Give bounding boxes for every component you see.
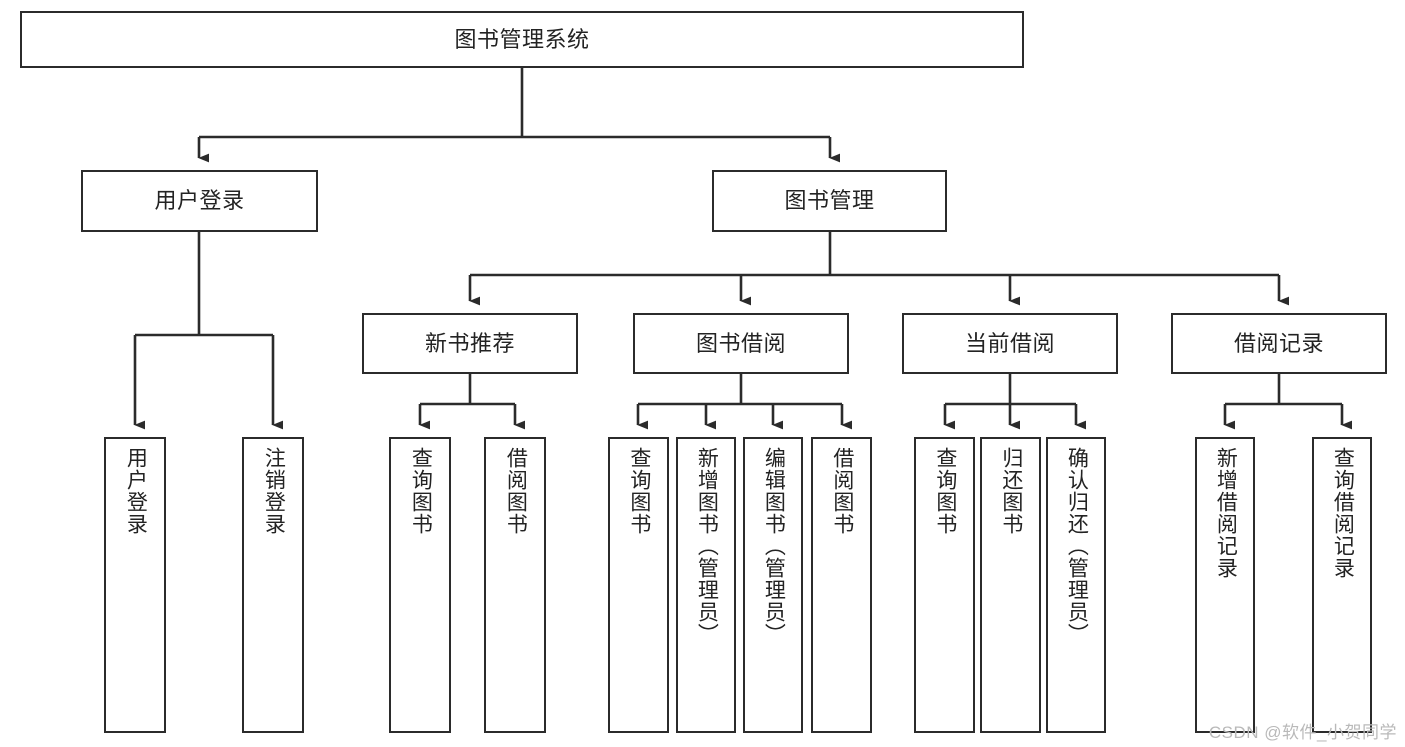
node-book-borrow[interactable]: 图书借阅 [633,313,849,374]
node-leaf-query-book-1[interactable]: 查询图书 [389,437,451,733]
node-leaf-query-book-2[interactable]: 查询图书 [608,437,669,733]
node-leaf-user-login[interactable]: 用户登录 [104,437,166,733]
connector-borrowrecords-to-leaves [1223,374,1353,430]
node-label: 用户登录 [124,447,148,535]
connector-bookborrow-to-leaves [636,374,853,430]
node-leaf-query-borrow-record[interactable]: 查询借阅记录 [1312,437,1372,733]
node-label: 借阅记录 [1233,330,1324,356]
node-borrow-records[interactable]: 借阅记录 [1171,313,1387,374]
node-label: 归还图书 [999,447,1023,535]
connector-root-to-level2 [197,68,841,163]
node-root-system[interactable]: 图书管理系统 [20,11,1024,68]
node-label: 查询图书 [627,447,651,535]
node-label: 查询图书 [409,447,433,535]
node-label: 新书推荐 [424,330,515,356]
node-label: 图书借阅 [695,330,786,356]
node-leaf-add-book-admin[interactable]: 新增图书（管理员） [676,437,736,733]
node-new-book-recommend[interactable]: 新书推荐 [362,313,578,374]
connector-bookmgmt-to-level3 [468,232,1290,306]
node-leaf-edit-book-admin[interactable]: 编辑图书（管理员） [743,437,803,733]
node-label: 图书管理系统 [454,26,590,52]
node-leaf-borrow-book-2[interactable]: 借阅图书 [811,437,872,733]
node-label: 确认归还（管理员） [1065,447,1089,645]
node-label: 新增图书（管理员） [695,447,719,645]
connector-currentborrow-to-leaves [943,374,1087,430]
node-leaf-add-borrow-record[interactable]: 新增借阅记录 [1195,437,1255,733]
node-leaf-confirm-return-admin[interactable]: 确认归还（管理员） [1046,437,1106,733]
node-label: 查询图书 [933,447,957,535]
node-label: 用户登录 [154,188,245,214]
node-label: 注销登录 [262,447,286,535]
node-leaf-query-book-3[interactable]: 查询图书 [914,437,975,733]
node-book-management[interactable]: 图书管理 [712,170,947,232]
node-leaf-return-book[interactable]: 归还图书 [980,437,1041,733]
node-label: 图书管理 [784,188,875,214]
node-label: 借阅图书 [830,447,854,535]
connector-newbook-to-leaves [418,374,526,430]
node-user-login[interactable]: 用户登录 [81,170,318,232]
node-leaf-borrow-book-1[interactable]: 借阅图书 [484,437,546,733]
node-label: 新增借阅记录 [1214,447,1238,579]
node-label: 当前借阅 [964,330,1055,356]
connector-userlogin-to-leaves [133,232,284,430]
node-current-borrow[interactable]: 当前借阅 [902,313,1118,374]
node-label: 查询借阅记录 [1331,447,1355,579]
node-leaf-logout[interactable]: 注销登录 [242,437,304,733]
node-label: 编辑图书（管理员） [762,447,786,645]
node-label: 借阅图书 [504,447,528,535]
